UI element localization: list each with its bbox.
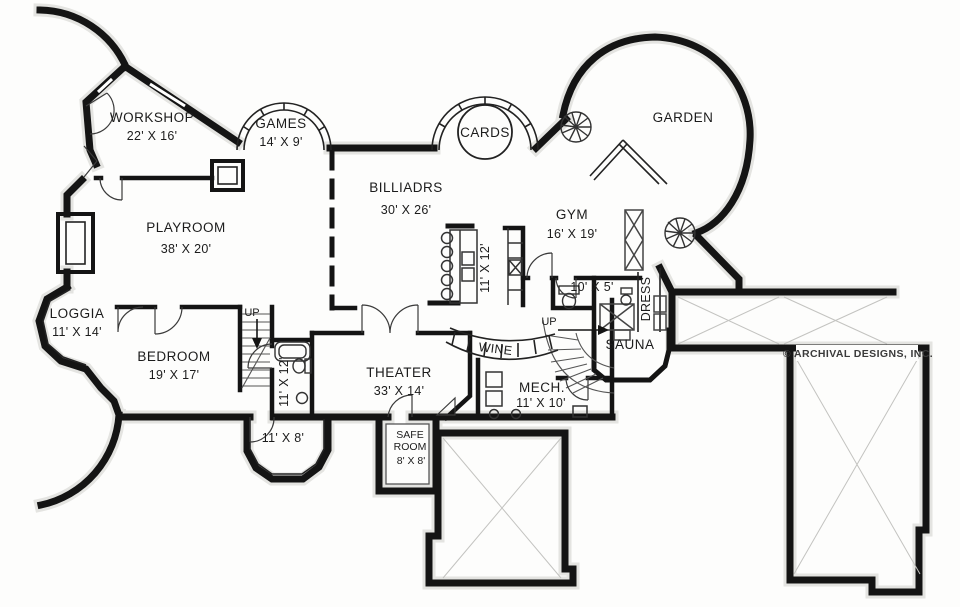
workshop-label: WORKSHOP <box>110 110 194 125</box>
safe-room-dims: 8' X 8' <box>397 455 426 467</box>
sink-icon <box>295 391 309 405</box>
room-labels: WORKSHOP 22' X 16' GAMES 14' X 9' CARDS … <box>50 110 933 467</box>
safe-room-label-1: SAFE <box>396 429 423 441</box>
shaft-boxes <box>599 209 667 341</box>
games-label: GAMES <box>255 116 306 131</box>
sink-icon <box>620 287 633 295</box>
hatch-lines <box>442 296 921 579</box>
safe-room-inner-wall <box>385 423 430 485</box>
copyright-text: © ARCHIVAL DESIGNS, INC. <box>783 348 933 360</box>
main-stair-treads <box>542 319 615 394</box>
spiral-stair-garden-right <box>664 217 696 249</box>
mech-dims: 11' X 10' <box>516 396 566 410</box>
games-bay-windows <box>236 102 332 151</box>
sauna-label: SAUNA <box>605 337 654 352</box>
stove-icon <box>508 259 523 276</box>
window-walls <box>42 139 668 475</box>
up-arrows <box>252 319 609 349</box>
window-gaps <box>96 77 186 108</box>
mech-equipment <box>485 371 588 420</box>
kitchen-bar-dims: 11' X 12' <box>478 243 492 293</box>
theater-dims: 33' X 14' <box>374 384 425 398</box>
gym-dims: 16' X 19' <box>547 227 598 241</box>
toilet-bowl-icon <box>292 358 306 374</box>
playroom-dims: 38' X 20' <box>161 242 212 256</box>
up-label-main: UP <box>541 316 556 328</box>
billiards-dims: 30' X 26' <box>381 203 432 217</box>
tub-icon <box>274 341 311 362</box>
cards-turret-windows <box>431 96 539 160</box>
toilet-bowl-icon <box>561 292 577 310</box>
loggia-label: LOGGIA <box>50 306 105 321</box>
garden-label: GARDEN <box>653 110 714 125</box>
mech-label: MECH. <box>519 380 565 395</box>
bath-bedroom-fixtures <box>274 341 312 405</box>
bedroom-label: BEDROOM <box>137 349 210 364</box>
safe-room-label-2: ROOM <box>394 441 427 453</box>
cards-label: CARDS <box>460 125 510 140</box>
bath-bedroom-dims: 11' X 12' <box>277 357 291 407</box>
up-label-bedroom: UP <box>244 307 259 319</box>
wine-label: WINE <box>478 340 513 358</box>
bedroom-dims: 19' X 17' <box>149 368 200 382</box>
games-dims: 14' X 9' <box>259 135 302 149</box>
wine-rack <box>445 327 559 361</box>
bath-small-dims: 10' X 5' <box>570 280 613 294</box>
kitchen-bar <box>440 228 523 305</box>
playroom-label: PLAYROOM <box>146 220 226 235</box>
gym-label: GYM <box>556 207 588 222</box>
bay-room-dims: 11' X 8' <box>262 431 304 445</box>
workshop-dims: 22' X 16' <box>127 129 178 143</box>
spiral-stair-garden-left <box>560 111 592 143</box>
loggia-dims: 11' X 14' <box>52 325 102 339</box>
bedroom-stair-treads <box>241 313 271 389</box>
copyright-strip <box>796 345 918 361</box>
dress-label: DRESS <box>639 277 653 322</box>
theater-label: THEATER <box>366 365 432 380</box>
billiards-label: BILLIADRS <box>369 180 443 195</box>
door-swings <box>83 92 589 443</box>
bath-small-fixtures <box>558 285 633 310</box>
